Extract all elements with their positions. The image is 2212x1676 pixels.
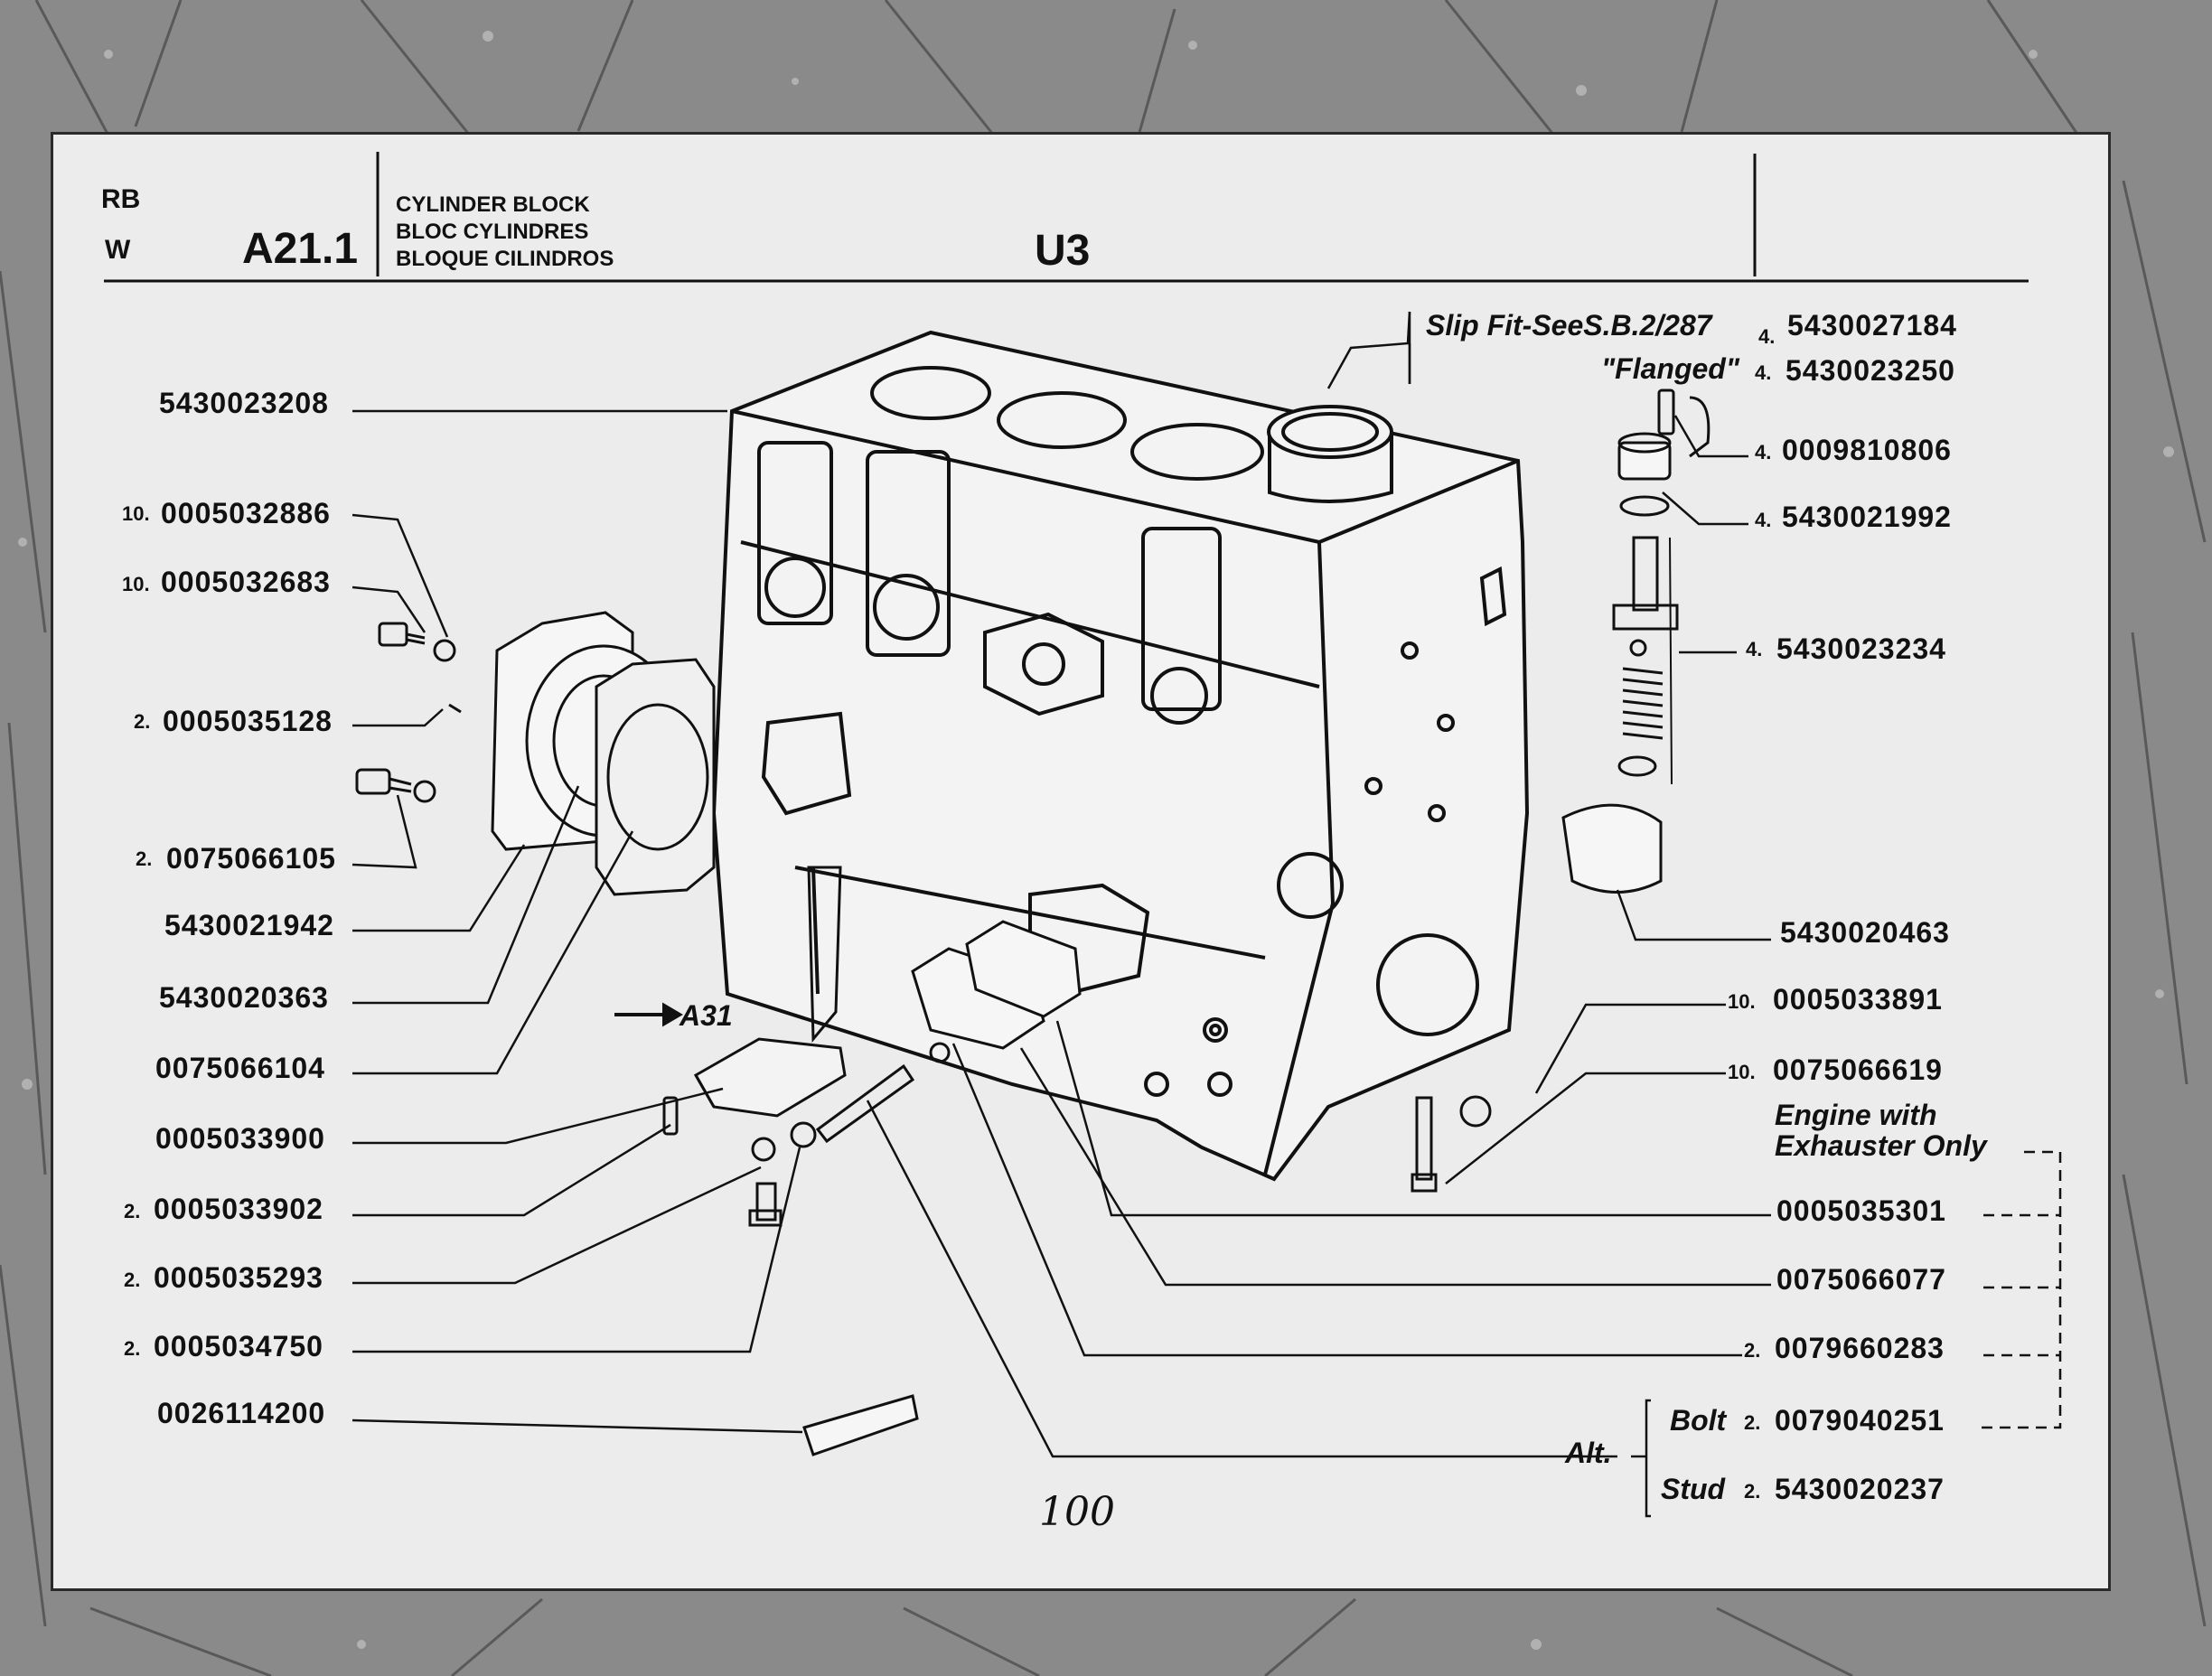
part-number: 5430027184 bbox=[1787, 309, 1957, 342]
title-fr: BLOC CYLINDRES bbox=[396, 220, 589, 244]
part-number: 0005032886 bbox=[161, 497, 331, 529]
part-number: 0005033900 bbox=[155, 1122, 325, 1155]
quantity: 2. bbox=[136, 847, 153, 870]
quantity: 4. bbox=[1755, 509, 1772, 531]
part-number: 0079660283 bbox=[1775, 1332, 1945, 1364]
quantity: 4. bbox=[1755, 361, 1772, 384]
part-number: 5430023208 bbox=[159, 387, 329, 419]
part-number: 0005033891 bbox=[1773, 983, 1943, 1016]
oil-jet-assembly-icon bbox=[1612, 389, 1711, 785]
quantity: 4. bbox=[1746, 638, 1763, 660]
part-number: 0075066619 bbox=[1773, 1053, 1943, 1086]
part-number: 0075066104 bbox=[155, 1052, 325, 1084]
quantity: 2. bbox=[1744, 1411, 1761, 1434]
title-en: CYLINDER BLOCK bbox=[396, 192, 590, 217]
quantity: 2. bbox=[124, 1337, 141, 1360]
leader-lines-left bbox=[351, 409, 803, 1434]
part-number: 0005032683 bbox=[161, 566, 331, 598]
arrow-right-icon bbox=[614, 1002, 683, 1027]
quantity: 10. bbox=[122, 502, 150, 525]
exhauster-note-line1: Engine with bbox=[1775, 1099, 1937, 1131]
part-number: 0005035301 bbox=[1776, 1194, 1946, 1227]
quantity: 4. bbox=[1758, 325, 1776, 348]
part-number: 5430021942 bbox=[164, 909, 334, 941]
bolt-label: Bolt bbox=[1670, 1404, 1727, 1437]
sealant-tube-icon bbox=[802, 1394, 919, 1456]
part-number: 0079040251 bbox=[1775, 1404, 1945, 1437]
title-es: BLOQUE CILINDROS bbox=[396, 247, 614, 271]
section-code: A21.1 bbox=[242, 225, 359, 273]
part-number: 0005033902 bbox=[154, 1193, 323, 1225]
part-number: 0009810806 bbox=[1782, 434, 1952, 466]
part-number: 0005034750 bbox=[154, 1330, 323, 1362]
part-number: 0075066105 bbox=[166, 842, 336, 875]
sump-rail-icon bbox=[693, 866, 1082, 1118]
part-number: 5430023250 bbox=[1786, 354, 1955, 387]
page-number: 100 bbox=[1039, 1489, 1115, 1535]
quantity: 2. bbox=[1744, 1339, 1761, 1362]
section-reference: A31 bbox=[680, 999, 733, 1032]
quantity: 4. bbox=[1755, 441, 1772, 463]
part-number: 0005035293 bbox=[154, 1261, 323, 1294]
part-number: 5430020237 bbox=[1775, 1473, 1945, 1505]
leader-lines-right bbox=[866, 311, 1771, 1518]
part-number: 5430020363 bbox=[159, 981, 329, 1014]
code-w: W bbox=[105, 235, 131, 265]
exhauster-note-line2: Exhauster Only bbox=[1775, 1129, 1987, 1162]
part-number: 0005035128 bbox=[163, 705, 333, 737]
quantity: 2. bbox=[124, 1200, 141, 1222]
part-number: 5430020463 bbox=[1780, 916, 1950, 949]
part-number: 0075066077 bbox=[1776, 1263, 1946, 1296]
quantity: 2. bbox=[124, 1269, 141, 1291]
main-bearing-icon bbox=[1561, 803, 1663, 894]
stud-label: Stud bbox=[1661, 1473, 1726, 1505]
quantity: 10. bbox=[122, 573, 150, 595]
part-number: 5430023234 bbox=[1776, 632, 1946, 665]
alt-label: Alt. bbox=[1565, 1437, 1612, 1469]
rear-seal-housing-icon bbox=[491, 611, 716, 896]
part-number: 5430021992 bbox=[1782, 501, 1952, 533]
part-number: 0026114200 bbox=[157, 1397, 326, 1429]
code-rb: RB bbox=[101, 184, 141, 214]
exhauster-bracket bbox=[1979, 1150, 2062, 1429]
quantity: 2. bbox=[1744, 1480, 1761, 1503]
flanged-note: "Flanged" bbox=[1601, 352, 1740, 385]
quantity: 10. bbox=[1728, 1061, 1756, 1083]
model-code: U3 bbox=[1035, 227, 1091, 275]
quantity: 2. bbox=[134, 710, 151, 733]
bolt-icon bbox=[355, 622, 1492, 1227]
quantity: 10. bbox=[1728, 990, 1756, 1013]
slip-fit-note: Slip Fit-SeeS.B.2/287 bbox=[1426, 309, 1712, 342]
